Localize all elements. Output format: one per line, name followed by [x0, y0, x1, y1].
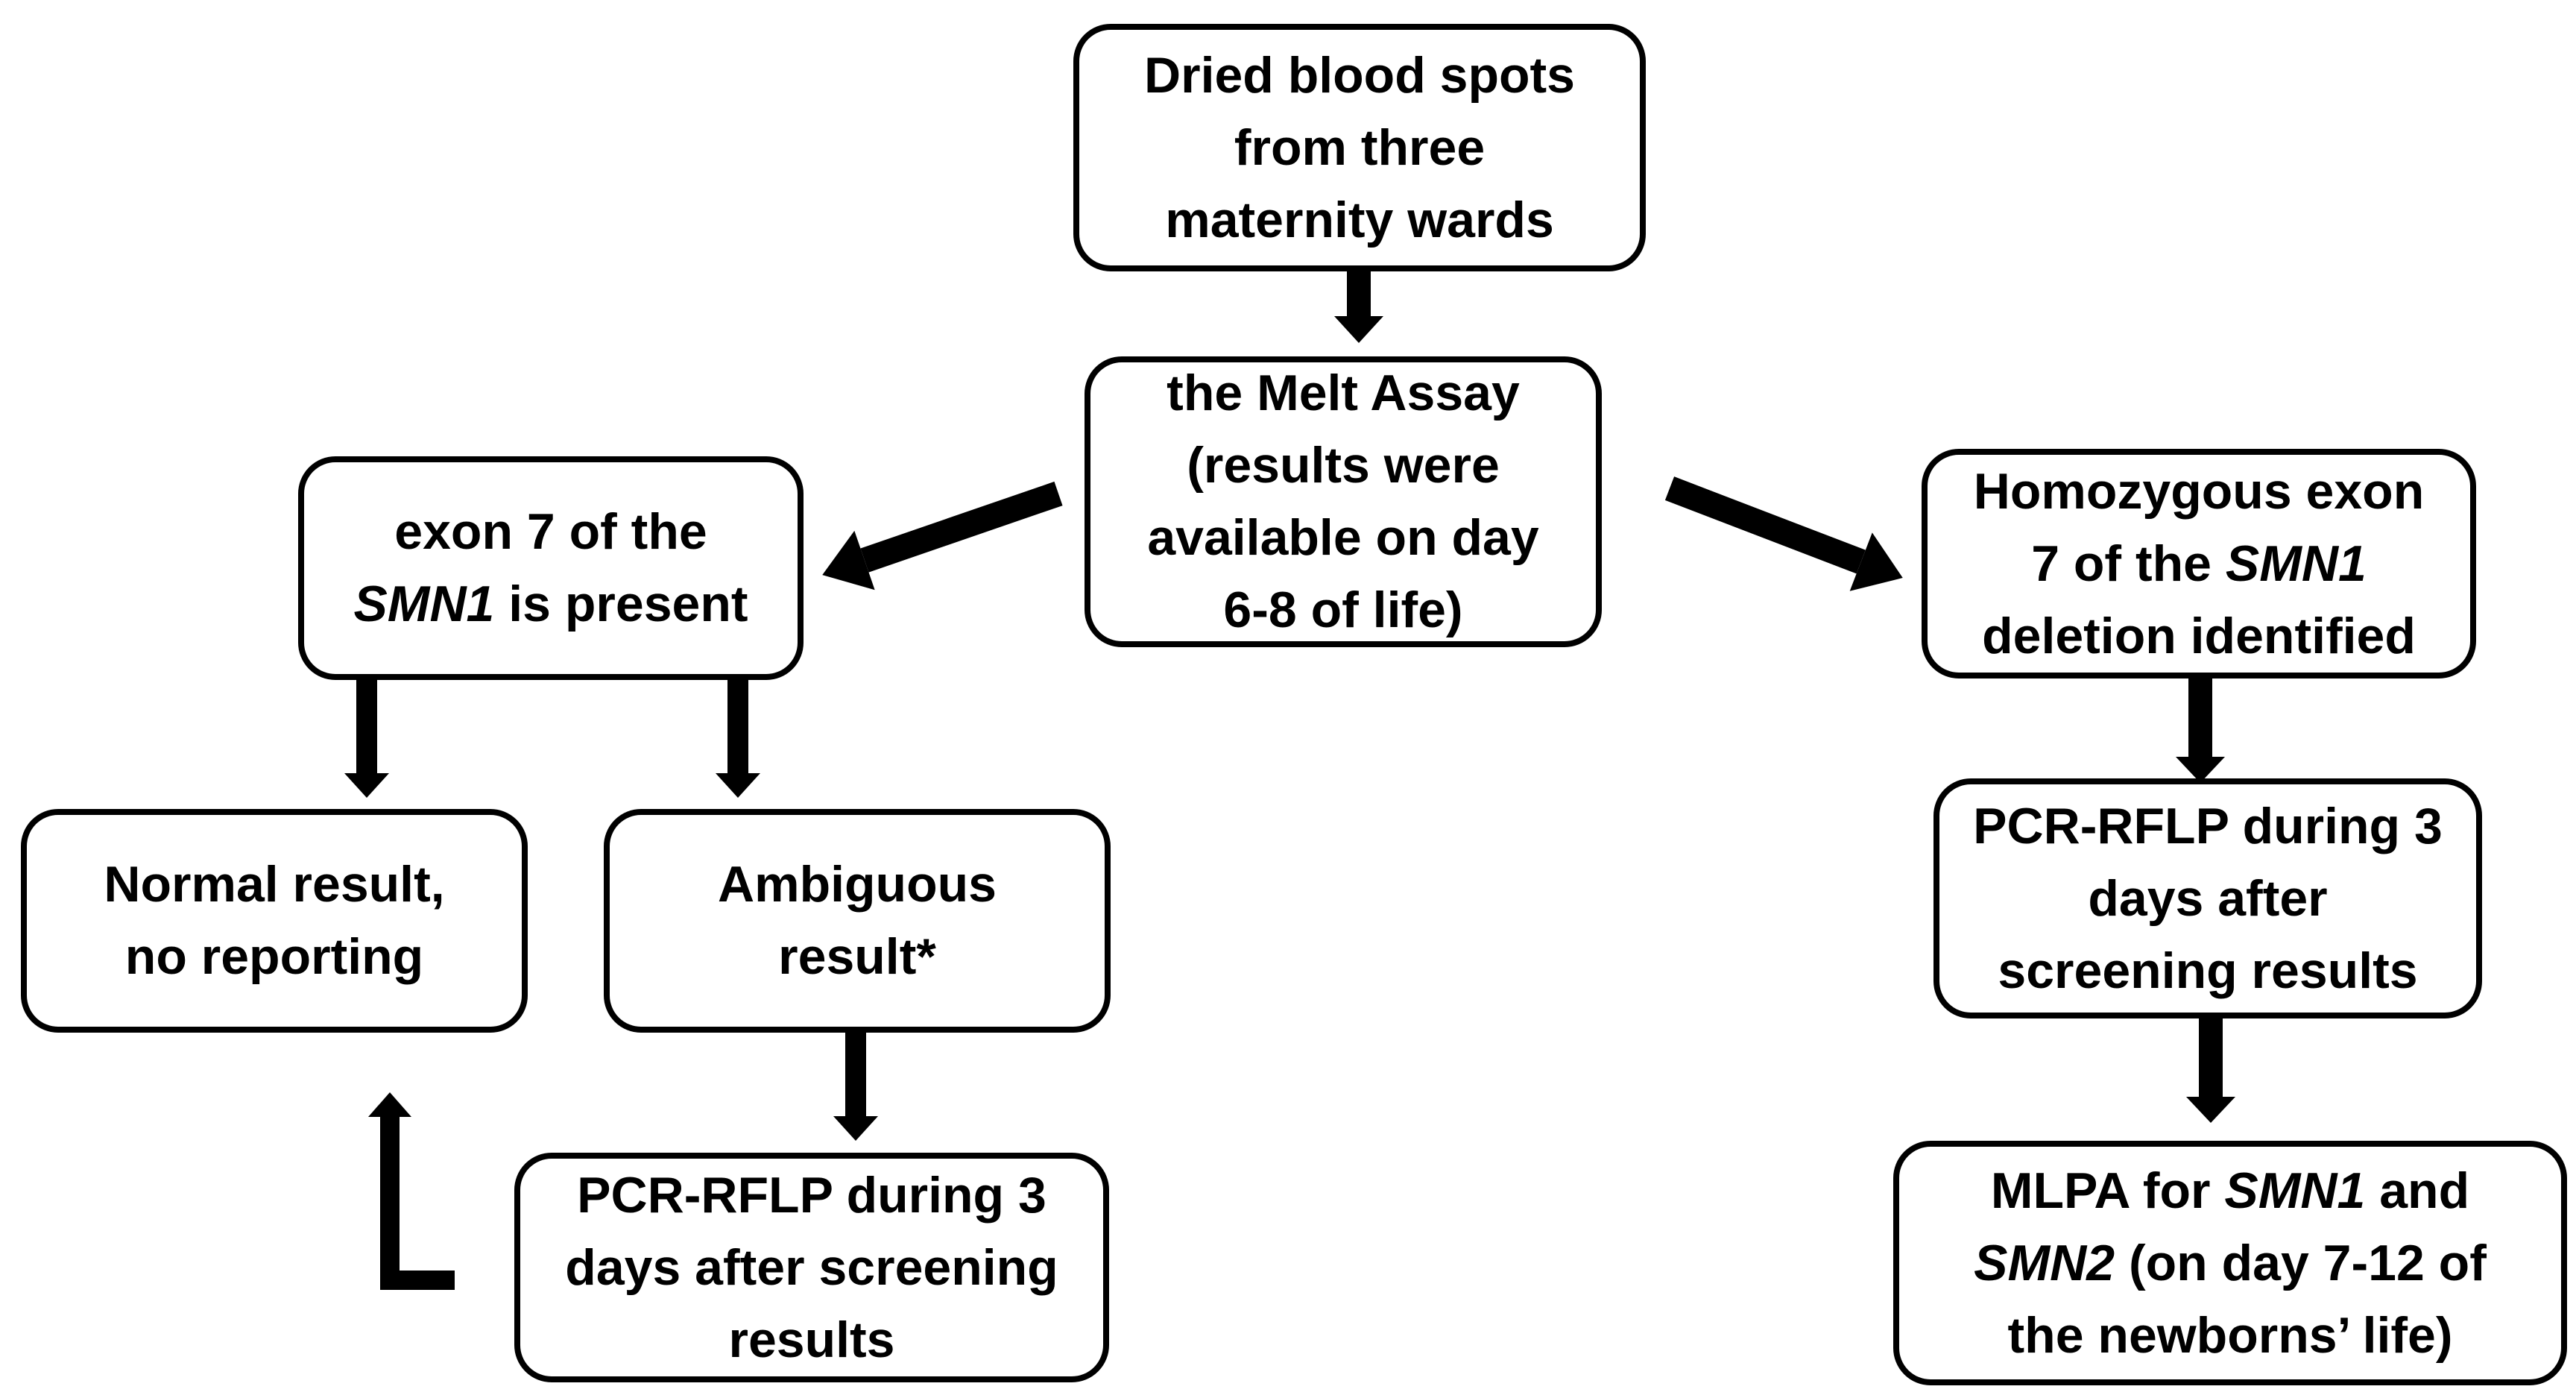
node-melt-assay-text: the Melt Assay (results were available o…: [1147, 365, 1539, 638]
exon-present-text-before: exon 7 of the: [394, 503, 707, 560]
node-melt-assay: the Melt Assay (results were available o…: [1085, 356, 1602, 647]
node-exon-present: exon 7 of the SMN1 is present: [298, 456, 804, 680]
arrow-present-to-normal: [344, 680, 389, 798]
node-dried-blood-spots-text: Dried blood spots from three maternity w…: [1144, 46, 1575, 248]
arrow-deletion-to-pcr-right: [2176, 678, 2225, 783]
node-ambiguous-result: Ambiguous result*: [604, 809, 1111, 1033]
mlpa-text-mid: and: [2379, 1162, 2470, 1219]
mlpa-gene-smn1: SMN1: [2224, 1162, 2366, 1219]
arrow-melt-to-present: [822, 481, 1063, 591]
arrow-present-to-ambiguous: [716, 680, 760, 798]
node-mlpa-text: MLPA for SMN1 and SMN2 (on day 7-12 of t…: [1974, 1155, 2487, 1372]
deletion-text-after: deletion identified: [1982, 607, 2416, 664]
mlpa-text-after: (on day 7-12 of the newborns’ life): [2007, 1234, 2487, 1364]
exon-present-gene: SMN1: [353, 576, 495, 632]
node-ambiguous-result-text: Ambiguous result*: [718, 856, 997, 985]
node-mlpa: MLPA for SMN1 and SMN2 (on day 7-12 of t…: [1893, 1141, 2567, 1385]
deletion-text-before: Homozygous exon 7 of the: [1973, 462, 2425, 592]
node-normal-result-text: Normal result, no reporting: [104, 856, 445, 985]
arrow-pcr-right-to-mlpa: [2186, 1018, 2235, 1123]
node-normal-result: Normal result, no reporting: [21, 809, 528, 1033]
node-pcr-rflp-left: PCR-RFLP during 3 days after screening r…: [514, 1153, 1109, 1382]
node-exon-present-text: exon 7 of the SMN1 is present: [353, 496, 748, 640]
node-deletion-identified-text: Homozygous exon 7 of the SMN1 deletion i…: [1974, 456, 2425, 673]
arrow-melt-to-deletion: [1664, 476, 1903, 591]
deletion-gene: SMN1: [2225, 535, 2367, 592]
arrow-dried-to-melt: [1334, 271, 1383, 343]
node-pcr-rflp-right: PCR-RFLP during 3 days after screening r…: [1933, 778, 2482, 1018]
mlpa-text-before: MLPA for: [1990, 1162, 2225, 1219]
node-deletion-identified: Homozygous exon 7 of the SMN1 deletion i…: [1922, 449, 2476, 678]
node-dried-blood-spots: Dried blood spots from three maternity w…: [1073, 24, 1646, 271]
arrow-ambiguous-to-pcr-left: [833, 1033, 878, 1141]
node-pcr-rflp-left-text: PCR-RFLP during 3 days after screening r…: [565, 1166, 1058, 1368]
node-pcr-rflp-right-text: PCR-RFLP during 3 days after screening r…: [1973, 797, 2443, 999]
arrow-pcr-left-to-normal: [368, 1092, 455, 1290]
mlpa-gene-smn2: SMN2: [1974, 1234, 2115, 1291]
exon-present-text-after: is present: [494, 576, 748, 632]
